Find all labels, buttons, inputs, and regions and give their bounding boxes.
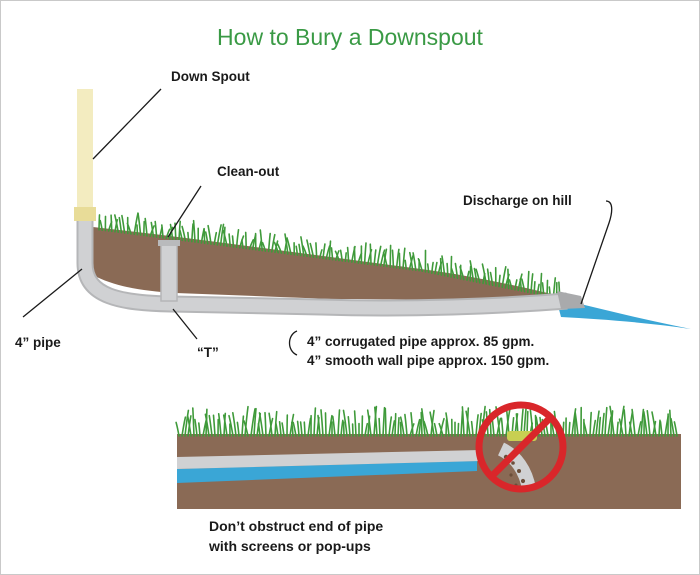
label-pipe-size: 4” pipe [15,335,61,350]
callout-clean-out [167,185,202,238]
label-clean-out: Clean-out [217,164,280,179]
callout-discharge [580,200,613,305]
main-pipe [78,219,568,315]
prohibition-circle-icon [475,401,567,493]
callout-lines [22,88,613,356]
label-smooth: 4” smooth wall pipe approx. 150 gpm. [307,353,549,368]
pipe-outlet [557,291,585,309]
warning-line-1: Don’t obstruct end of pipe [209,518,383,534]
section-water [177,461,477,483]
soil-hill [93,227,581,305]
pop-up-elbow [497,442,536,491]
callout-pipe-capacity [288,330,298,356]
downspout-coupler [74,207,96,221]
diagram-title: How to Bury a Downspout [217,24,484,50]
label-tee: “T” [197,345,219,360]
downspout [77,89,93,211]
prohibition-slash-icon [488,414,554,480]
callout-pipe [22,268,83,318]
section-pipe [177,450,481,469]
water-discharge [556,298,691,329]
callout-tee [172,308,198,340]
callout-down-spout [92,88,162,160]
label-corrugated: 4” corrugated pipe approx. 85 gpm. [307,334,534,349]
section-grass [175,405,678,437]
warning-line-2: with screens or pop-ups [208,538,371,554]
clean-out-pipe [160,242,178,302]
label-discharge: Discharge on hill [463,193,572,208]
label-down-spout: Down Spout [171,69,250,84]
clean-out-cap [158,240,180,246]
